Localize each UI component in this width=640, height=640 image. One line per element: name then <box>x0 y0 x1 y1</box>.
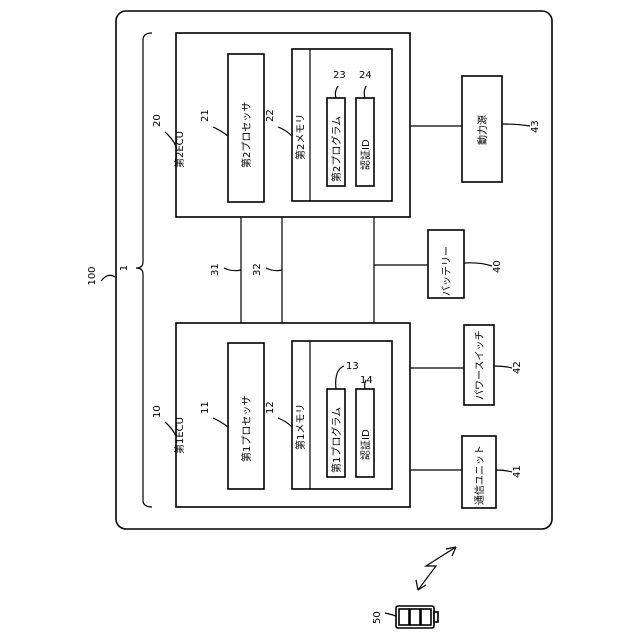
battery-name: バッテリー <box>441 246 453 296</box>
prog1-ref: 13 <box>346 361 359 372</box>
key-cell-2 <box>410 609 420 625</box>
power-src-name: 動力源 <box>476 115 489 145</box>
key-device-tip <box>434 612 438 622</box>
wireless-signal <box>418 547 456 590</box>
prog2-ref: 23 <box>333 70 346 81</box>
mem2-ref: 22 <box>265 109 276 122</box>
proc1-name: 第1プロセッサ <box>240 396 253 462</box>
power-src-ref: 43 <box>530 120 541 133</box>
proc2-ref: 21 <box>200 109 211 122</box>
ecu1-name: 第1ECU <box>173 417 186 454</box>
auth2-name: 認証ID <box>359 139 372 170</box>
system-ref-label: 100 <box>87 266 98 285</box>
comm-ref: 41 <box>512 465 523 478</box>
battery-ref: 40 <box>492 260 503 273</box>
prog1-name: 第1プログラム <box>330 407 343 473</box>
bus-ref-label: 1 <box>119 265 130 271</box>
key-cell-3 <box>421 609 431 625</box>
proc2-name: 第2プロセッサ <box>240 102 253 168</box>
key-cell-1 <box>399 609 409 625</box>
proc1-ref: 11 <box>200 401 211 414</box>
auth1-name: 認証ID <box>359 429 372 460</box>
system-ref-leader <box>101 275 115 281</box>
ecu2-name: 第2ECU <box>173 131 186 168</box>
mem1-name: 第1メモリ <box>294 404 307 450</box>
mem2-name: 第2メモリ <box>294 114 307 160</box>
mem1-ref: 12 <box>265 401 276 414</box>
line31-ref: 31 <box>210 263 221 276</box>
ecu1-ref: 10 <box>152 405 163 418</box>
comm-name: 通信ユニット <box>474 445 486 505</box>
prog2-name: 第2プログラム <box>330 116 343 182</box>
line32-ref: 32 <box>252 263 263 276</box>
key-leader <box>385 613 396 616</box>
switch-name: パワースイッチ <box>474 331 486 401</box>
auth2-ref: 24 <box>359 70 372 81</box>
key-ref: 50 <box>372 611 383 624</box>
switch-ref: 42 <box>512 361 523 374</box>
ecu2-ref: 20 <box>152 114 163 127</box>
